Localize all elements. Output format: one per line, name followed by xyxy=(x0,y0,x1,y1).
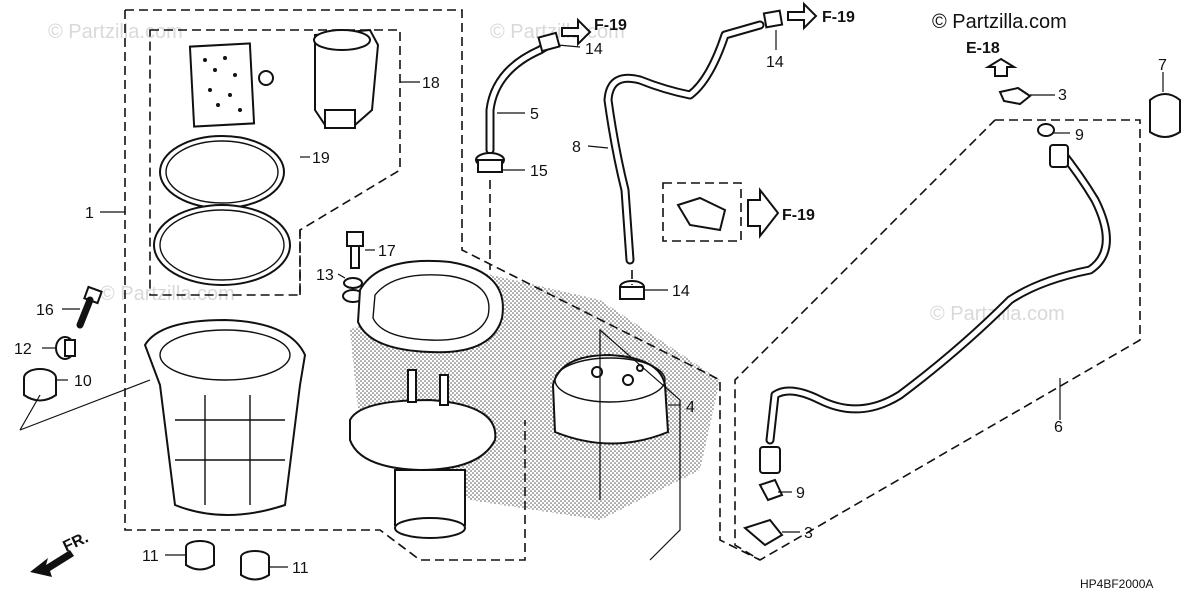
watermark-main: © Partzilla.com xyxy=(932,11,1067,33)
leader-lines xyxy=(19,30,1164,568)
callout-1: 1 xyxy=(85,205,94,222)
callout-19: 19 xyxy=(312,150,330,167)
callout-3a: 3 xyxy=(1058,87,1067,104)
pump-gasket xyxy=(356,259,504,354)
clamp-3b xyxy=(742,518,784,547)
front-label: FR. xyxy=(61,529,92,555)
grommet-11b xyxy=(240,550,270,581)
inset-clip xyxy=(676,196,727,232)
collar-12 xyxy=(55,336,76,360)
hose-clip-14a xyxy=(537,31,561,53)
callout-7: 7 xyxy=(1158,57,1167,74)
callout-13: 13 xyxy=(316,267,334,284)
ref-f19-top-left: F-19 xyxy=(594,17,627,34)
clip-9b xyxy=(758,478,784,502)
line-connector-top xyxy=(1049,144,1069,168)
f19-arrow-mid xyxy=(747,187,780,239)
callout-15: 15 xyxy=(530,163,548,180)
cover-guide-lines xyxy=(599,328,681,561)
hose-clip-14b xyxy=(762,9,784,29)
rubber-damper-10 xyxy=(23,368,57,402)
inset-box-f19 xyxy=(662,182,742,242)
ref-e18: E-18 xyxy=(966,40,1000,57)
grommet-11a xyxy=(185,540,215,571)
diagram-code: HP4BF2000A xyxy=(1080,577,1153,591)
pressure-regulator-part xyxy=(313,28,380,129)
fuel-pump-body xyxy=(349,369,497,539)
callout-12: 12 xyxy=(14,341,32,358)
pump-cover-4 xyxy=(551,353,670,445)
filter-screen-card xyxy=(188,42,256,128)
ref-f19-top-right: F-19 xyxy=(822,9,855,26)
callout-5: 5 xyxy=(530,106,539,123)
clamp-3a xyxy=(998,86,1032,106)
f19-arrow-left xyxy=(561,17,592,47)
o-ring-lower-inner xyxy=(159,209,285,281)
small-o-ring xyxy=(258,70,274,86)
washer-13 xyxy=(342,277,364,303)
callout-14a: 14 xyxy=(585,41,603,58)
hose-clip-15 xyxy=(475,152,505,173)
callout-8: 8 xyxy=(572,139,581,156)
line-6-outline xyxy=(734,119,1141,561)
callout-14b: 14 xyxy=(766,54,784,71)
assembly-outline-1 xyxy=(125,9,761,561)
watermark-faint-4: © Partzilla.com xyxy=(100,283,235,305)
e18-arrow xyxy=(984,57,1018,77)
assembly-outline-1b xyxy=(124,10,526,561)
front-arrow: FR. xyxy=(30,529,91,577)
o-ring-lower xyxy=(153,204,291,286)
ref-f19-mid: F-19 xyxy=(782,207,815,224)
f19-arrow-right xyxy=(787,1,818,31)
grommet-7 xyxy=(1149,93,1181,138)
clip-9a xyxy=(1037,123,1055,137)
callout-14c: 14 xyxy=(672,283,690,300)
bolt-16 xyxy=(76,285,103,329)
bolt-17 xyxy=(346,231,364,269)
strainer-housing xyxy=(143,318,307,516)
watermark-faint-1: © Partzilla.com xyxy=(48,21,183,43)
hose-8 xyxy=(603,20,765,265)
o-ring-upper-inner xyxy=(165,140,279,204)
callout-17: 17 xyxy=(378,243,396,260)
hose-clip-14c xyxy=(619,280,645,300)
line-connector-bottom xyxy=(759,446,781,474)
fuel-line-6 xyxy=(765,145,1111,445)
o-ring-upper xyxy=(159,135,285,209)
callout-4: 4 xyxy=(686,399,695,416)
callout-3b: 3 xyxy=(804,525,813,542)
watermark-faint-2: © Partzilla.com xyxy=(490,21,625,43)
callout-11a: 11 xyxy=(142,548,159,565)
callout-6: 6 xyxy=(1054,419,1063,436)
callout-18: 18 xyxy=(422,75,440,92)
callout-11b: 11 xyxy=(292,560,309,577)
callout-9b: 9 xyxy=(796,485,805,502)
callout-16: 16 xyxy=(36,302,54,319)
faint-watermarks: © Partzilla.com © Partzilla.com © Partzi… xyxy=(48,21,1065,325)
callout-10: 10 xyxy=(74,373,92,390)
callout-9a: 9 xyxy=(1075,127,1084,144)
